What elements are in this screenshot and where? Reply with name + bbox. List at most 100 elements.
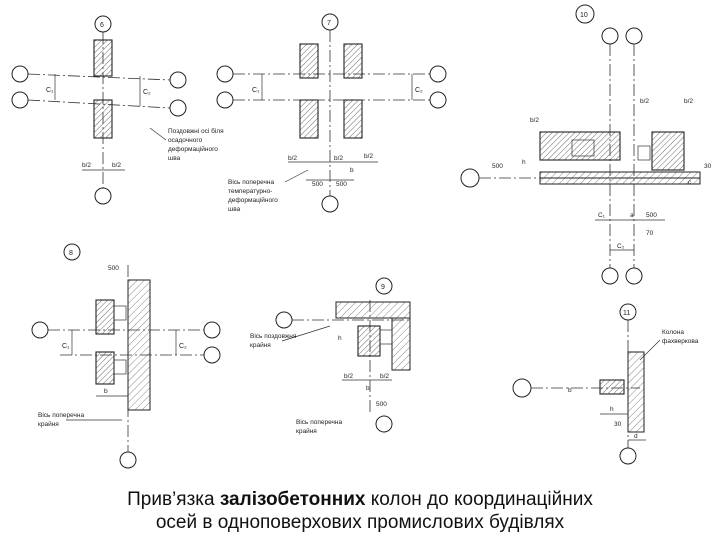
- fig7-column-bl: [299, 99, 319, 139]
- axis-bubble-fig8-bottom: [119, 451, 137, 469]
- svg-text:деформаційного: деформаційного: [228, 196, 278, 204]
- fig9-dim-b2-a: b/2: [344, 373, 353, 380]
- figure-11: 11 Колона фахверкова b h 30 d: [512, 303, 699, 465]
- fig11-label: Колона фахверкова: [662, 329, 699, 345]
- axis-bubble-fig10-a: [601, 27, 619, 45]
- axis-bubble-fig6-left-a: [11, 65, 29, 83]
- axis-bubble-fig7-left-a: [216, 65, 234, 83]
- axis-bubble-fig8-right-b: [203, 346, 221, 364]
- axis-bubble-fig11-left: [512, 378, 532, 398]
- fig10-dim-b2-b: b/2: [684, 98, 693, 105]
- fig6-dim-b2-right: b/2: [112, 162, 121, 169]
- axis-bubble-fig11-bottom: [619, 447, 637, 465]
- axis-bubble-fig8-number: [63, 243, 81, 261]
- fig6-number: 6: [100, 22, 104, 29]
- fig10-beam-left: [539, 131, 621, 161]
- fig9-dim-b2-b: b/2: [380, 373, 389, 380]
- fig9-note-a: Вісь поздовжня крайня: [250, 332, 297, 349]
- svg-text:осадочного: осадочного: [168, 137, 203, 144]
- figure-7: 7 С₁ С₂ b/2 b/2 b/2 b 500 500 Вісь попер…: [216, 13, 447, 213]
- fig10-dim-b2-a: b/2: [640, 98, 649, 105]
- fig10-dim-c: c: [688, 179, 692, 186]
- fig11-number: 11: [623, 310, 630, 317]
- fig7-dim-c2: С₂: [415, 87, 423, 94]
- fig10-dim-70: 70: [646, 230, 654, 237]
- fig11-wall: [627, 351, 645, 433]
- axis-bubble-fig9-left: [275, 311, 293, 329]
- fig9-dim-h: h: [338, 335, 342, 342]
- fig7-column-br: [343, 99, 363, 139]
- fig9-dim-b: b: [366, 385, 370, 392]
- fig9-wall-right: [391, 317, 411, 371]
- fig10-number: 10: [580, 12, 588, 19]
- svg-text:температурно-: температурно-: [228, 188, 272, 195]
- axis-bubble-fig10-bottom-b: [625, 267, 643, 285]
- fig11-column: [599, 379, 625, 395]
- axis-bubble-fig6-left-b: [11, 91, 29, 109]
- fig10-dim-500: 500: [492, 163, 503, 170]
- figure-caption: Прив’язка залізобетонних колон до коорди…: [0, 488, 720, 534]
- fig7-column-tl: [299, 43, 319, 79]
- fig9-dim-500: 500: [376, 401, 387, 408]
- axis-bubble-fig7-right-a: [429, 65, 447, 83]
- svg-text:Вісь поперечна: Вісь поперечна: [38, 411, 84, 419]
- svg-text:деформаційного: деформаційного: [168, 145, 218, 153]
- svg-text:Вісь поперечна: Вісь поперечна: [296, 418, 342, 426]
- fig7-dim-500-b: 500: [336, 181, 347, 188]
- svg-text:шва: шва: [228, 206, 241, 213]
- svg-text:фахверкова: фахверкова: [662, 338, 699, 345]
- axis-bubble-fig10-left: [460, 168, 480, 188]
- svg-text:Колона: Колона: [662, 329, 684, 336]
- caption-line-1: Прив’язка залізобетонних колон до коорди…: [127, 489, 593, 510]
- fig8-wall: [127, 279, 151, 411]
- fig7-number: 7: [327, 20, 331, 27]
- fig9-wall-top: [335, 301, 411, 319]
- fig11-dim-30: 30: [614, 421, 622, 428]
- svg-text:крайня: крайня: [38, 420, 59, 428]
- fig7-dim-b2-c: b/2: [364, 153, 373, 160]
- fig7-dim-b2-a: b/2: [288, 155, 297, 162]
- fig11-dim-d: d: [634, 433, 638, 440]
- fig8-dim-c2: С₂: [179, 343, 187, 350]
- fig11-dim-b: b: [568, 387, 572, 394]
- axis-bubble-fig7-right-b: [429, 91, 447, 109]
- fig6-dim-c1: С₁: [46, 87, 54, 94]
- svg-text:крайня: крайня: [250, 341, 271, 349]
- axis-bubble-fig8-left: [31, 321, 49, 339]
- fig6-column-bottom: [93, 99, 113, 139]
- fig10-dim-a: a: [630, 212, 634, 219]
- fig10-dim-b2-c: b/2: [530, 117, 539, 124]
- axis-bubble-fig8-right-a: [203, 321, 221, 339]
- axis-bubble-fig6-right-b: [169, 99, 187, 117]
- axis-bubble-fig9-bottom: [375, 415, 393, 433]
- figure-9: 9 h b/2 b b/2 500 Вісь поздовжня крайня …: [250, 277, 411, 435]
- axis-bubble-fig6-right-a: [169, 71, 187, 89]
- fig7-dim-c1: С₁: [252, 87, 260, 94]
- axis-bubble-fig7-left-b: [216, 91, 234, 109]
- fig9-column: [357, 325, 381, 357]
- axis-bubble-fig10-b: [625, 27, 643, 45]
- fig10-dim-c1: С₁: [598, 212, 606, 219]
- fig8-dim-b: b: [104, 388, 108, 395]
- fig6-note: Поздовжні осі біля осадочного деформацій…: [168, 127, 224, 162]
- fig8-dim-500: 500: [108, 265, 119, 272]
- figure-10: 10 b/2 b/2 b/2 h 500 30 С₁ a 500 70 С₂ c: [460, 4, 712, 285]
- svg-text:крайня: крайня: [296, 427, 317, 435]
- fig10-dim-500-b: 500: [646, 212, 657, 219]
- svg-text:шва: шва: [168, 155, 181, 162]
- fig6-column-top: [93, 39, 113, 77]
- fig8-column-top: [95, 299, 115, 335]
- fig10-column-right: [651, 131, 685, 171]
- svg-text:Вісь поперечна: Вісь поперечна: [228, 178, 274, 186]
- figure-8: 8 500 С₁ С₂ b Вісь поперечна крайня: [31, 243, 221, 469]
- fig7-dim-500-a: 500: [312, 181, 323, 188]
- axis-bubble-fig10-bottom-a: [601, 267, 619, 285]
- svg-text:Вісь поздовжня: Вісь поздовжня: [250, 332, 297, 340]
- axis-bubble-fig10-number: [575, 4, 595, 24]
- fig6-dim-c2: С₂: [143, 89, 151, 96]
- axis-bubble-fig7-bottom: [321, 195, 339, 213]
- axis-bubble-fig6-bottom: [94, 187, 112, 205]
- fig7-note: Вісь поперечна температурно- деформаційн…: [228, 178, 278, 213]
- fig7-column-tr: [343, 43, 363, 79]
